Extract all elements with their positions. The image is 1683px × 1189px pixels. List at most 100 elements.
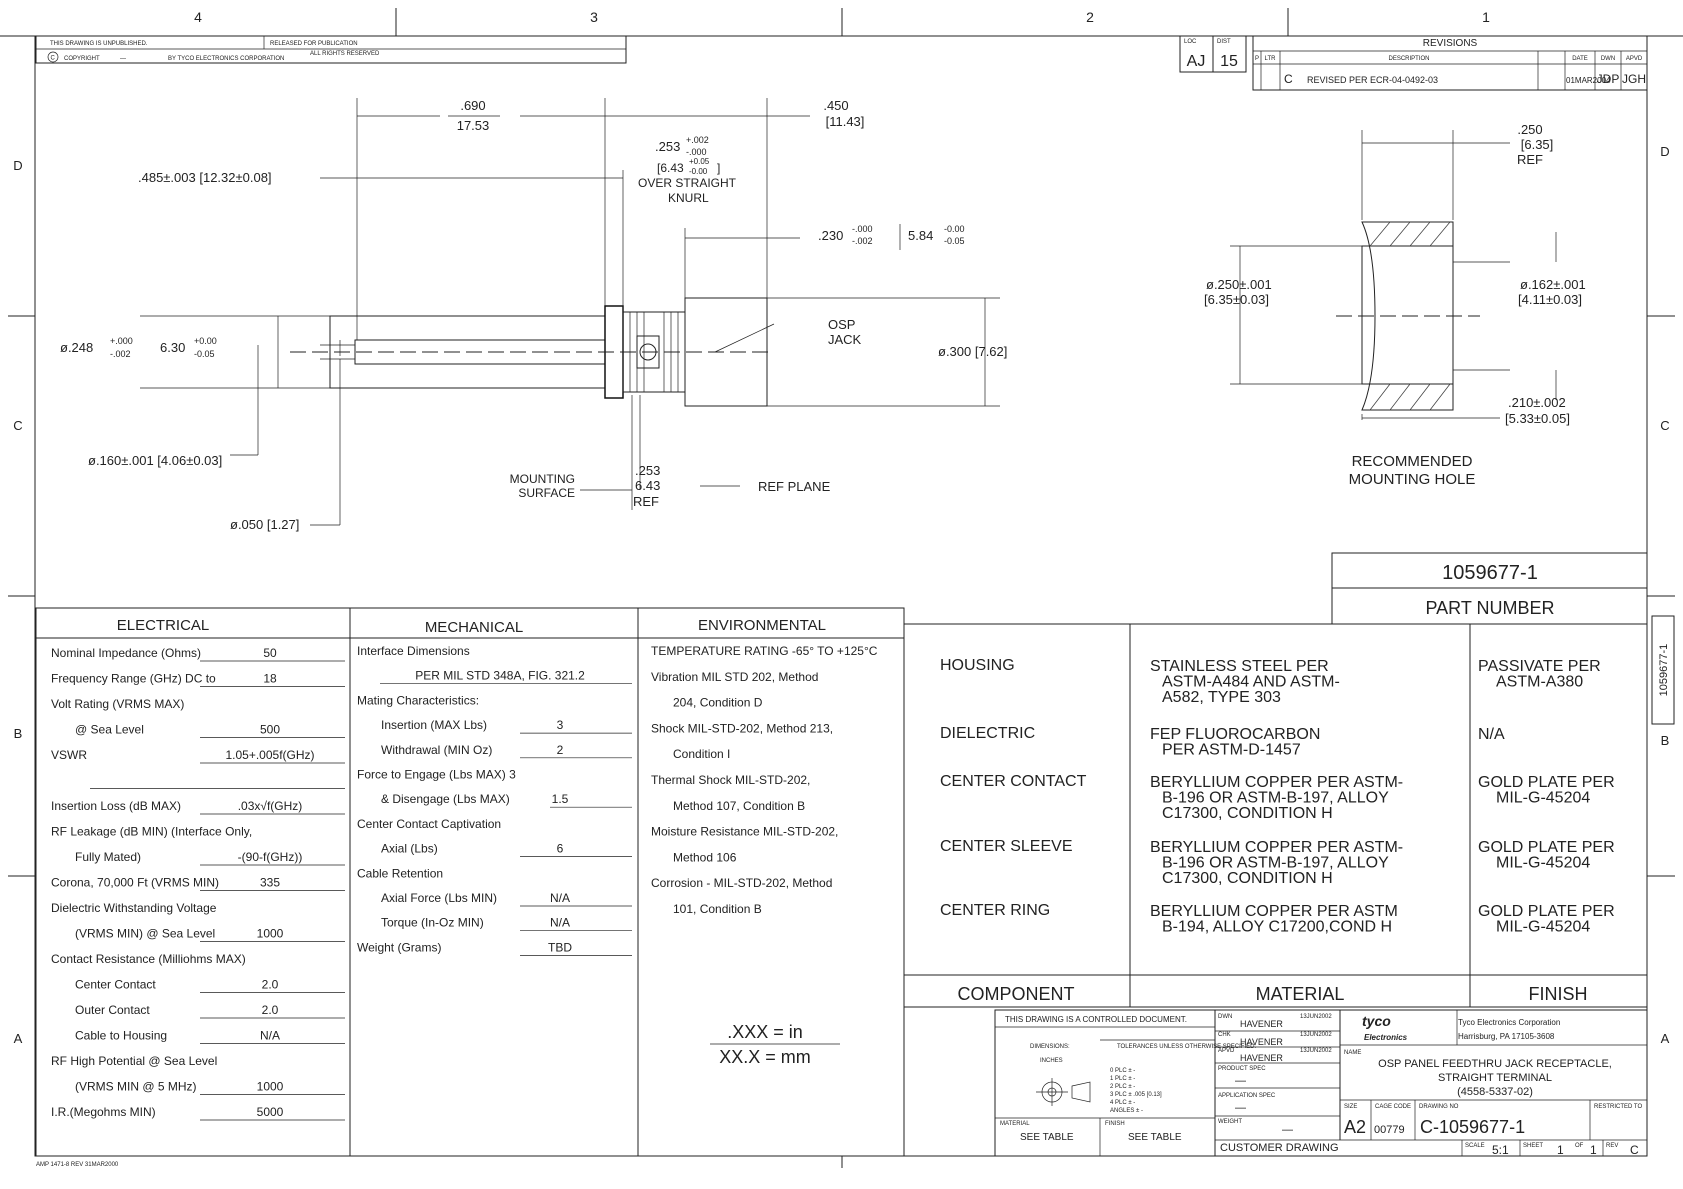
svg-text:APVD: APVD bbox=[1626, 56, 1643, 62]
electrical-label: @ Sea Level bbox=[75, 723, 144, 737]
mechanical-label: & Disengage (Lbs MAX) bbox=[381, 792, 510, 806]
revision-approved-by: JGH bbox=[1622, 72, 1646, 86]
zone-label-top: 2 bbox=[1086, 9, 1094, 25]
rights-text: ALL RIGHTS RESERVED bbox=[310, 51, 380, 57]
electrical-label: Center Contact bbox=[75, 978, 156, 992]
customer-drawing: CUSTOMER DRAWING bbox=[1220, 1142, 1339, 1154]
dim-450-in: .450 bbox=[823, 98, 848, 113]
finish-spec: MIL-G-45204 bbox=[1496, 855, 1590, 872]
electrical-label: Outer Contact bbox=[75, 1003, 150, 1017]
mechanical-label: Cable Retention bbox=[357, 866, 443, 880]
mechanical-label: Axial (Lbs) bbox=[381, 842, 438, 856]
knurl-label: KNURL bbox=[668, 191, 709, 205]
revisions-table: REVISIONS P LTR DESCRIPTION DATE DWN APV… bbox=[1252, 35, 1648, 91]
electrical-label: RF High Potential @ Sea Level bbox=[51, 1054, 217, 1068]
material-spec: B-196 OR ASTM-B-197, ALLOY bbox=[1162, 790, 1389, 807]
drawing-revision: C bbox=[1630, 1143, 1639, 1157]
hole-dim-210: .210±.002 bbox=[1508, 395, 1566, 410]
svg-text:NAME: NAME bbox=[1344, 1050, 1361, 1056]
cage-code: 00779 bbox=[1374, 1124, 1405, 1136]
svg-text:DATE: DATE bbox=[1572, 56, 1588, 62]
environmental-item: Method 106 bbox=[673, 850, 737, 864]
electrical-value: 1.05+.005f(GHz) bbox=[225, 748, 314, 762]
material-spec: BERYLLIUM COPPER PER ASTM bbox=[1150, 903, 1398, 920]
material-header: MATERIAL bbox=[1256, 984, 1345, 1004]
title-block: THIS DRAWING IS A CONTROLLED DOCUMENT. D… bbox=[994, 1009, 1648, 1157]
electrical-value: 500 bbox=[260, 723, 280, 737]
hole-dim-250-dia: ø.250±.001 bbox=[1206, 277, 1272, 292]
dim-230: .230 bbox=[818, 228, 843, 243]
svg-text:INCHES: INCHES bbox=[1040, 1058, 1063, 1064]
dim-253-ref-mm: 6.43 bbox=[635, 478, 660, 493]
electrical-value: 2.0 bbox=[262, 978, 279, 992]
electrical-label: RF Leakage (dB MIN) (Interface Only, bbox=[51, 825, 252, 839]
revisions-title: REVISIONS bbox=[1423, 38, 1478, 49]
osp-jack-label-2: JACK bbox=[828, 332, 862, 347]
svg-text:—: — bbox=[1282, 1124, 1293, 1136]
drawing-number: C-1059677-1 bbox=[1420, 1117, 1525, 1137]
dist-value: 15 bbox=[1220, 53, 1238, 70]
projection-symbol-icon bbox=[1036, 1078, 1091, 1106]
company-name: Tyco Electronics Corporation bbox=[1458, 1018, 1560, 1027]
mounting-hole-title-2: MOUNTING HOLE bbox=[1349, 471, 1476, 488]
zone-label-top: 1 bbox=[1482, 9, 1490, 25]
svg-text:TOLERANCES UNLESS OTHERWISE SP: TOLERANCES UNLESS OTHERWISE SPECIFIED: bbox=[1117, 1044, 1256, 1050]
mechanical-label: Axial Force (Lbs MIN) bbox=[381, 891, 497, 905]
drawing-name-line3: (4558-5337-02) bbox=[1457, 1086, 1533, 1098]
svg-text:SIZE: SIZE bbox=[1344, 1104, 1357, 1110]
ref-label: REF bbox=[633, 494, 659, 509]
hole-dim-162-mm: [4.11±0.03] bbox=[1518, 292, 1582, 307]
svg-text:LOC: LOC bbox=[1184, 39, 1197, 45]
environmental-item: Thermal Shock MIL-STD-202, bbox=[651, 773, 810, 787]
mechanical-label: Insertion (MAX Lbs) bbox=[381, 718, 487, 732]
svg-text:WEIGHT: WEIGHT bbox=[1218, 1119, 1242, 1125]
specs-table: ELECTRICAL MECHANICAL ENVIRONMENTAL Nomi… bbox=[35, 607, 905, 1157]
loc-dist-box: LOC AJ DIST 15 bbox=[1179, 35, 1247, 73]
mounting-hole-view: .250 [6.35] REF ø.250±.001 [6.35±0.03] ø… bbox=[1204, 122, 1586, 488]
hole-dim-162: ø.162±.001 bbox=[1520, 277, 1586, 292]
material-spec: BERYLLIUM COPPER PER ASTM- bbox=[1150, 839, 1403, 856]
dim-584: 5.84 bbox=[908, 228, 933, 243]
part-number-box: 1059677-1 PART NUMBER 1059677-1 bbox=[1331, 552, 1675, 725]
electrical-label: Nominal Impedance (Ohms) bbox=[51, 646, 201, 660]
svg-text:APVD: APVD bbox=[1218, 1048, 1235, 1054]
mechanical-value: N/A bbox=[550, 891, 570, 905]
environmental-title: ENVIRONMENTAL bbox=[698, 617, 826, 634]
environmental-item: Moisture Resistance MIL-STD-202, bbox=[651, 825, 838, 839]
svg-text:-.002: -.002 bbox=[852, 236, 873, 246]
svg-text:]: ] bbox=[717, 161, 720, 175]
svg-text:4 PLC ± -: 4 PLC ± - bbox=[1110, 1100, 1135, 1106]
svg-text:+0.00: +0.00 bbox=[194, 336, 217, 346]
dim-248: ø.248 bbox=[60, 340, 93, 355]
material-spec: STAINLESS STEEL PER bbox=[1150, 658, 1329, 675]
zone-label-side: A bbox=[1661, 1031, 1670, 1046]
sheet-total: 1 bbox=[1590, 1143, 1597, 1157]
environmental-item: 101, Condition B bbox=[673, 902, 762, 916]
svg-text:DESCRIPTION: DESCRIPTION bbox=[1388, 56, 1429, 62]
svg-text:MATERIAL: MATERIAL bbox=[1000, 1121, 1030, 1127]
drawing-name-line1: OSP PANEL FEEDTHRU JACK RECEPTACLE, bbox=[1378, 1058, 1612, 1070]
material-spec: A582, TYPE 303 bbox=[1162, 689, 1281, 706]
controlled-document: THIS DRAWING IS A CONTROLLED DOCUMENT. bbox=[1005, 1015, 1187, 1024]
svg-text:13JUN2002: 13JUN2002 bbox=[1300, 1048, 1332, 1054]
component-header: COMPONENT bbox=[958, 984, 1075, 1004]
drawn-by: HAVENER bbox=[1240, 1019, 1283, 1029]
hole-dim-250: .250 bbox=[1517, 122, 1542, 137]
component-name: CENTER SLEEVE bbox=[940, 838, 1072, 855]
electrical-label: Frequency Range (GHz) DC to bbox=[51, 672, 216, 686]
finish-spec: N/A bbox=[1478, 726, 1505, 743]
material-spec: FEP FLUOROCARBON bbox=[1150, 726, 1320, 743]
svg-text:OF: OF bbox=[1575, 1143, 1584, 1149]
svg-text:CAGE CODE: CAGE CODE bbox=[1375, 1104, 1411, 1110]
svg-text:—: — bbox=[1235, 1075, 1246, 1087]
svg-text:tyco: tyco bbox=[1362, 1013, 1391, 1029]
zone-label-side: B bbox=[1661, 733, 1670, 748]
electrical-value: 5000 bbox=[257, 1105, 284, 1119]
environmental-item: TEMPERATURE RATING -65° TO +125°C bbox=[651, 644, 878, 658]
electrical-label: Corona, 70,000 Ft (VRMS MIN) bbox=[51, 876, 219, 890]
mechanical-value: 2 bbox=[557, 743, 564, 757]
svg-text:-.000: -.000 bbox=[852, 224, 873, 234]
mechanical-label: Mating Characteristics: bbox=[357, 693, 479, 707]
